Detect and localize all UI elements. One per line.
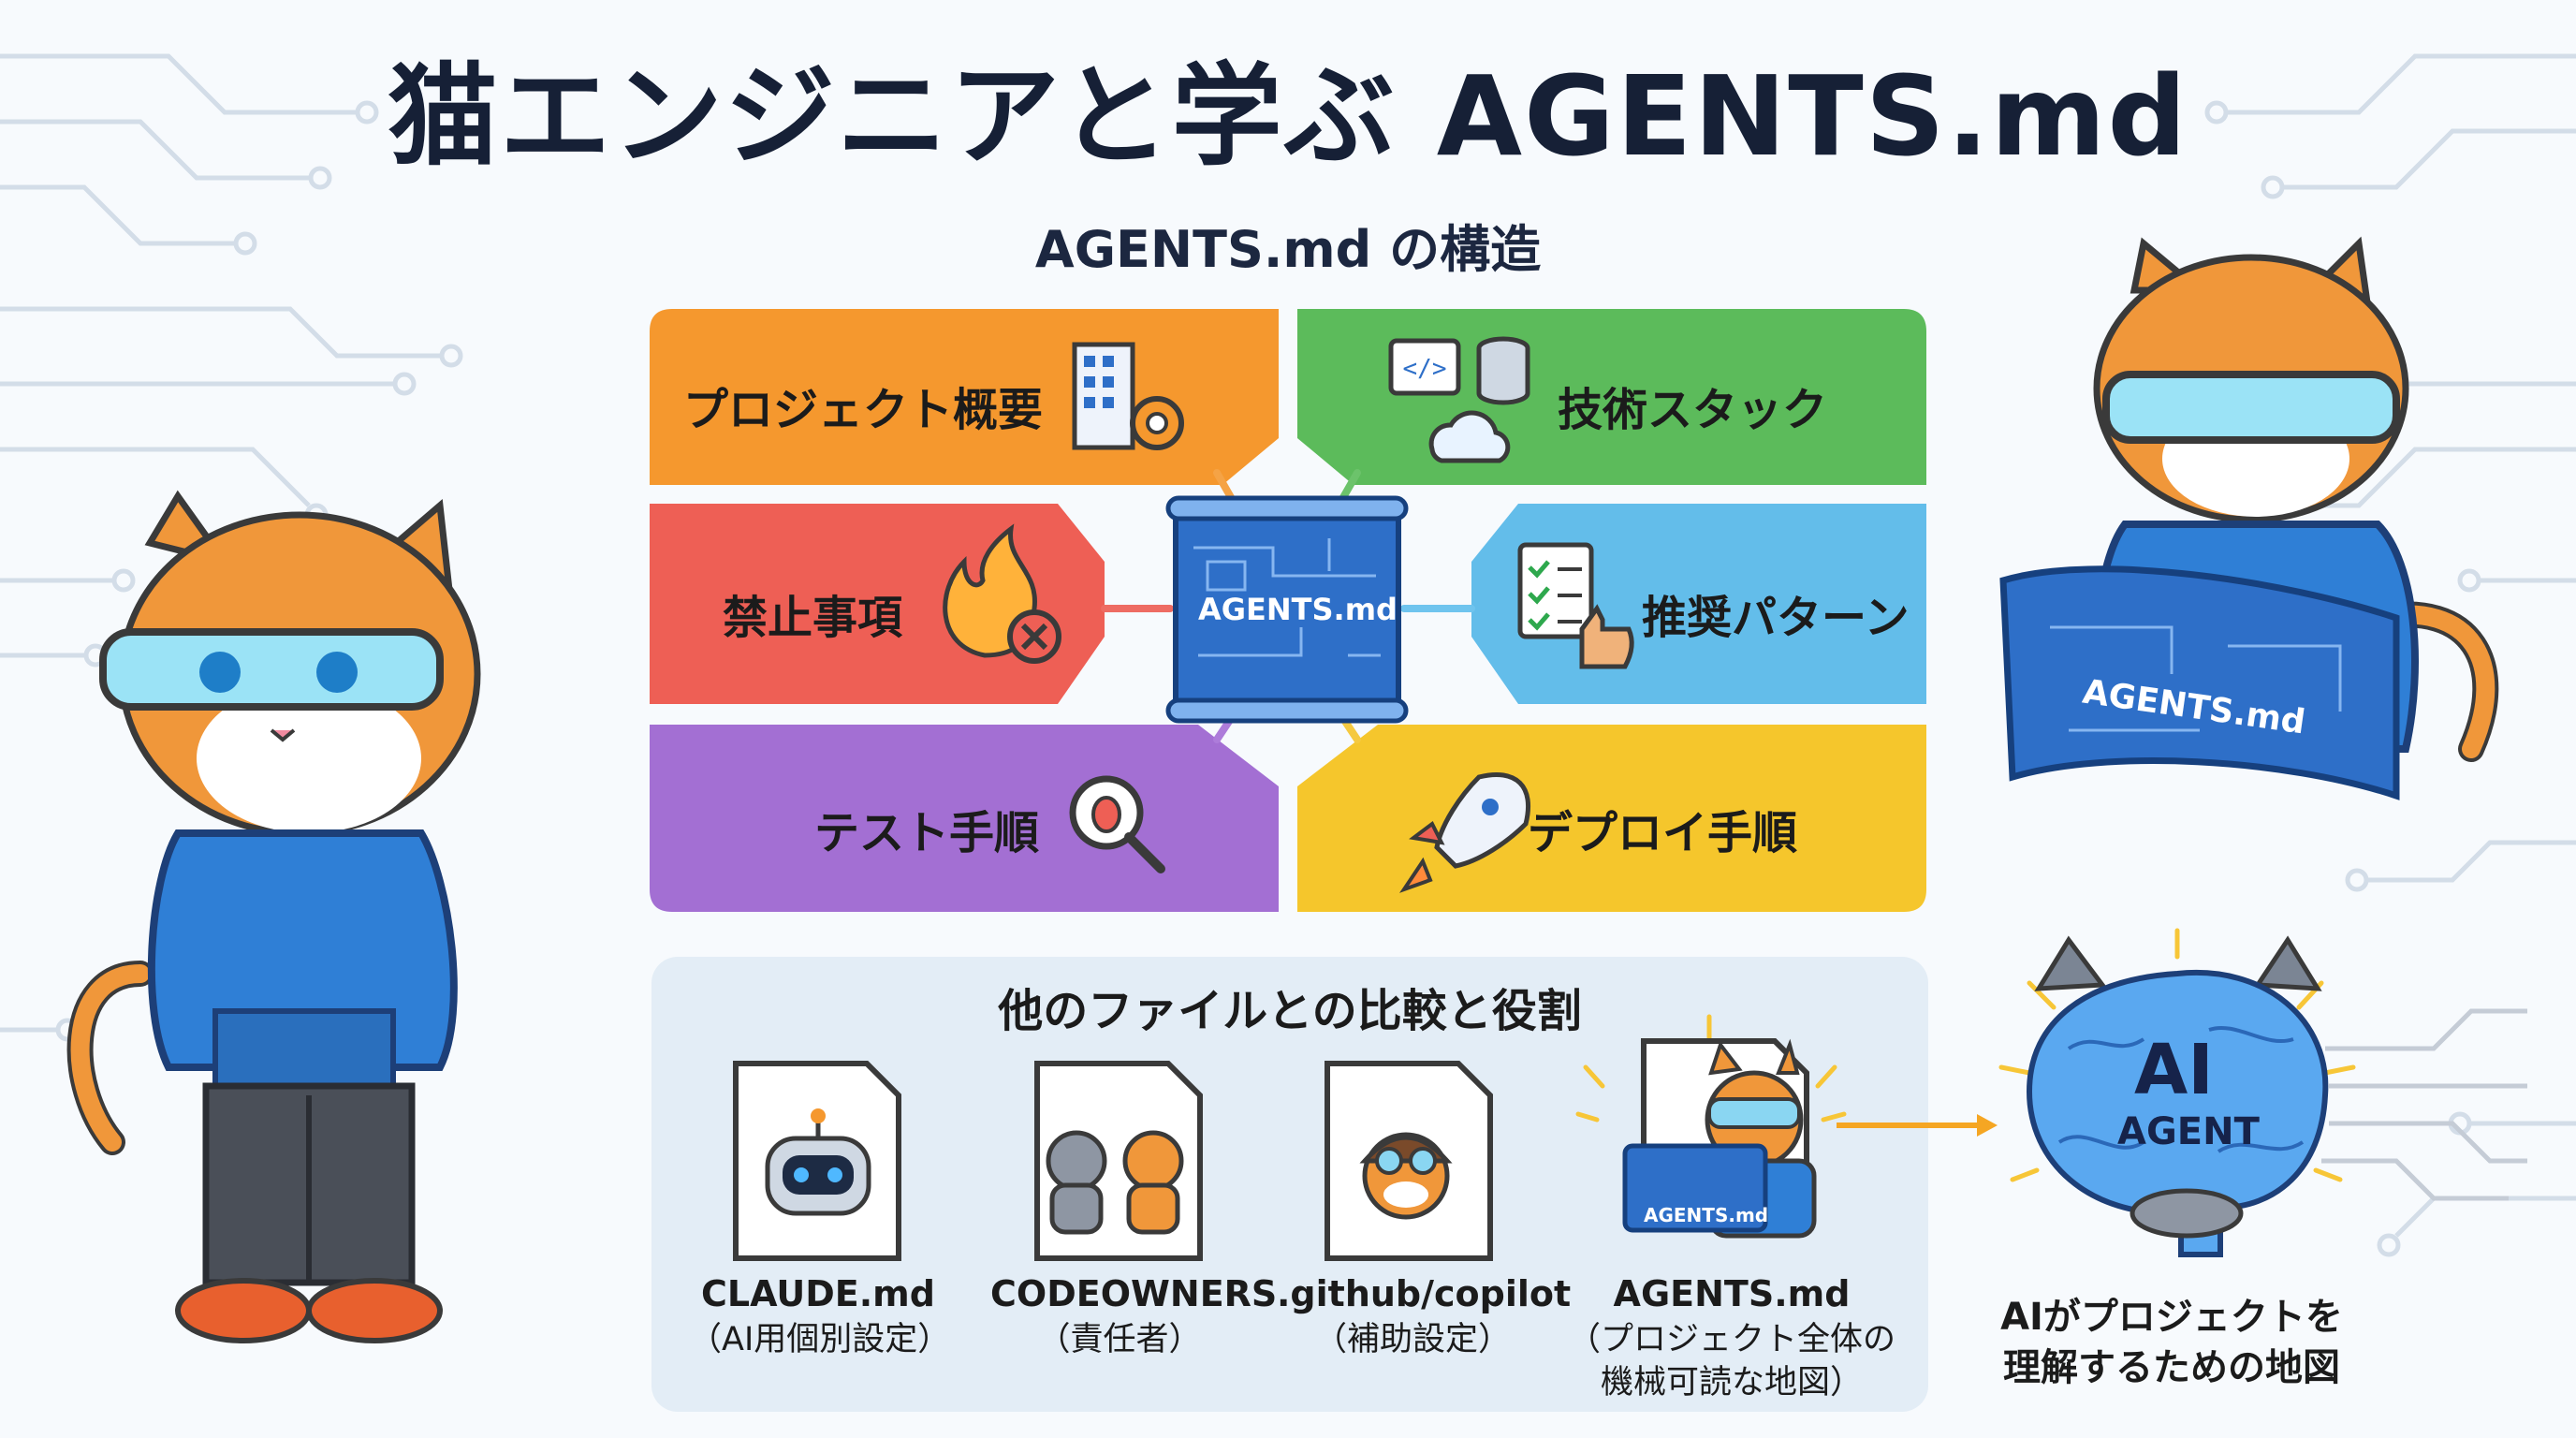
file-name-github-copilot: .github/copilot	[1277, 1273, 1572, 1314]
robot-icon	[765, 1108, 871, 1216]
doc-cat-scroll-label: AGENTS.md	[1644, 1204, 1769, 1226]
handshake-cats-icon	[1046, 1130, 1184, 1235]
cat-engineer-left	[66, 490, 481, 1343]
section-panel-test-steps	[650, 725, 1279, 912]
arrow-to-ai-agent-icon	[1837, 1114, 1998, 1137]
ai-agent-caption: AIがプロジェクトを 理解するための地図	[2000, 1296, 2343, 1389]
section-label-recommended-patterns: 推奨パターン	[1642, 592, 1910, 644]
ai-agent-label-agent: AGENT	[2117, 1110, 2260, 1153]
section-label-project-overview: プロジェクト概要	[683, 384, 1044, 436]
file-name-codeowners: CODEOWNERS	[990, 1273, 1278, 1314]
comparison-title: 他のファイルとの比較と役割	[998, 985, 1582, 1037]
file-role-github-copilot: （補助設定）	[1313, 1321, 1511, 1358]
section-label-test-steps: テスト手順	[814, 807, 1040, 859]
agents-md-glow	[1575, 1014, 1847, 1123]
file-role-claude-md: （AI用個別設定）	[689, 1321, 951, 1358]
svg-text:</>: </>	[1403, 355, 1447, 383]
file-name-claude-md: CLAUDE.md	[701, 1273, 935, 1314]
section-label-prohibitions: 禁止事項	[723, 592, 903, 644]
agents-md-scroll-icon	[1165, 495, 1409, 724]
checklist-thumbs-up-icon	[1517, 542, 1634, 669]
building-gear-icon	[1072, 342, 1184, 450]
cat-engineer-right	[1999, 236, 2499, 800]
cat-engineer-map-icon	[1622, 1038, 1817, 1239]
flame-prohibited-icon	[943, 523, 1061, 664]
ai-agent-brain-icon	[1998, 928, 2527, 1257]
section-label-deploy-steps: デプロイ手順	[1528, 807, 1798, 859]
bug-magnifier-icon	[1069, 775, 1165, 873]
rocket-icon	[1398, 771, 1531, 893]
code-database-cloud-icon: </>	[1388, 336, 1530, 463]
section-label-tech-stack: 技術スタック	[1558, 384, 1828, 436]
file-role-codeowners: （責任者）	[1037, 1321, 1202, 1358]
center-scroll-label: AGENTS.md	[1198, 592, 1398, 627]
pilot-cat-icon	[1359, 1132, 1453, 1220]
ai-agent-label-ai: AI	[2134, 1030, 2214, 1110]
file-name-agents-md: AGENTS.md	[1613, 1273, 1851, 1314]
diagram-subtitle: AGENTS.md の構造	[1034, 220, 1542, 279]
file-role-agents-md: （プロジェクト全体の 機械可読な地図）	[1567, 1321, 1895, 1401]
page-title: 猫エンジニアと学ぶ AGENTS.md	[388, 51, 2188, 181]
